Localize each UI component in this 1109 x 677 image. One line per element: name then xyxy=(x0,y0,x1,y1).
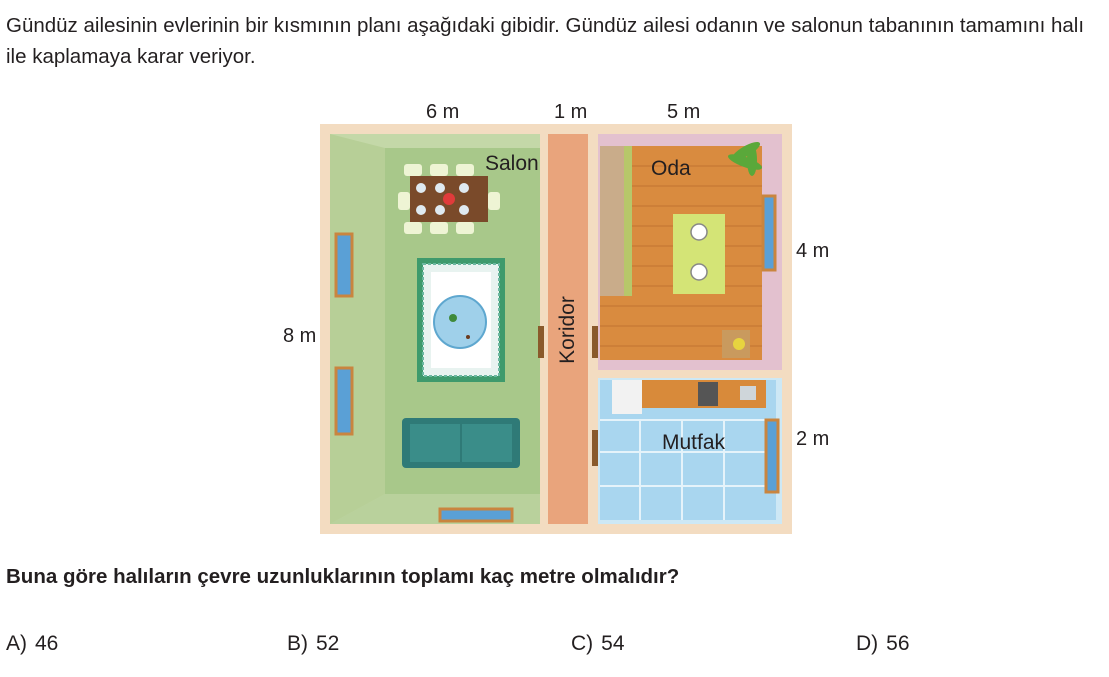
option-letter: D) xyxy=(856,632,879,655)
dimension-top-left: 6 m xyxy=(426,101,460,123)
room-label-mutfak: Mutfak xyxy=(662,431,726,454)
option-letter: C) xyxy=(571,632,594,655)
problem-intro: Gündüz ailesinin evlerinin bir kısmının … xyxy=(6,14,1085,68)
salon-rug-icon xyxy=(417,258,505,382)
dining-table-icon xyxy=(398,164,500,234)
room-label-salon: Salon xyxy=(485,152,539,175)
oda-room xyxy=(598,134,782,370)
mutfak-room xyxy=(598,378,782,524)
dimension-right-top: 4 m xyxy=(796,240,830,262)
dimension-top-right: 5 m xyxy=(667,101,701,123)
option-value: 56 xyxy=(886,632,910,655)
option-value: 46 xyxy=(35,632,59,655)
sink-icon xyxy=(740,386,756,400)
door-icon xyxy=(592,430,598,466)
option-letter: B) xyxy=(287,632,308,655)
option-d[interactable]: D) 56 xyxy=(856,632,910,656)
dimension-right-bottom: 2 m xyxy=(796,428,830,450)
door-icon xyxy=(592,326,598,358)
salon-window-icon xyxy=(438,507,514,523)
room-label-oda: Oda xyxy=(651,157,691,180)
question-text: Buna göre halıların çevre uzunluklarının… xyxy=(6,565,680,588)
mutfak-window-icon xyxy=(764,418,780,494)
door-icon xyxy=(538,326,544,358)
stove-icon xyxy=(698,382,718,406)
option-letter: A) xyxy=(6,632,27,655)
dimension-top-middle: 1 m xyxy=(554,101,588,123)
fridge-icon xyxy=(612,380,642,414)
option-c[interactable]: C) 54 xyxy=(571,632,625,656)
option-value: 52 xyxy=(316,632,340,655)
salon-room xyxy=(330,134,540,524)
dimension-left: 8 m xyxy=(283,325,317,347)
salon-window-icon xyxy=(334,232,354,298)
plant-icon xyxy=(727,141,763,176)
sofa-icon xyxy=(402,418,520,468)
wardrobe-icon xyxy=(600,146,624,296)
room-label-koridor: Koridor xyxy=(556,296,579,364)
option-a[interactable]: A) 46 xyxy=(6,632,58,656)
option-value: 54 xyxy=(601,632,625,655)
salon-window-icon xyxy=(334,366,354,436)
option-b[interactable]: B) 52 xyxy=(287,632,339,656)
corridor xyxy=(548,134,588,524)
oda-window-icon xyxy=(761,194,777,272)
